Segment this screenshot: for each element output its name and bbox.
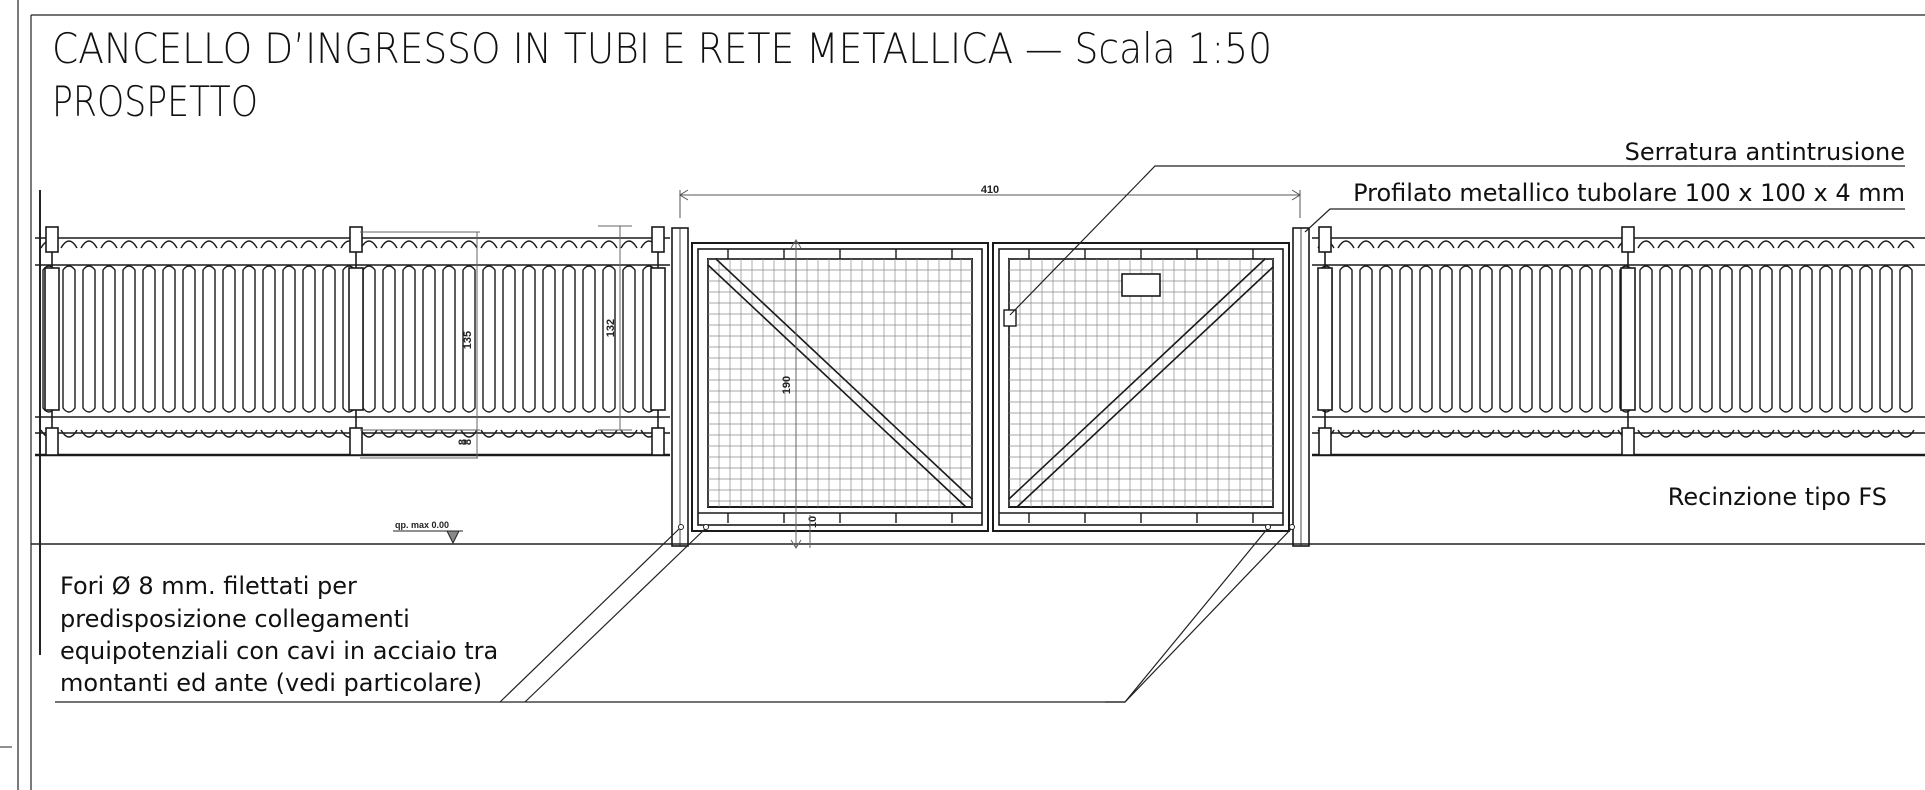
dimension-fence-b-label: 132 xyxy=(605,319,617,337)
dimension-bottom-gap-b-label: 8 xyxy=(457,439,469,445)
dimension-fence-b xyxy=(598,225,632,431)
lock-box xyxy=(1121,273,1161,297)
label-recinzione: Recinzione tipo FS xyxy=(1668,483,1887,511)
dimension-width-label: 410 xyxy=(981,184,999,196)
drawing-subtitle: PROSPETTO xyxy=(52,77,258,126)
level-marker xyxy=(393,530,463,545)
label-serratura: Serratura antintrusione xyxy=(1625,138,1905,166)
gate-leaf-right xyxy=(992,242,1290,532)
leader-lines xyxy=(55,165,1905,703)
dimension-width xyxy=(679,189,1301,218)
label-fori-line4: montanti ed ante (vedi particolare) xyxy=(60,669,482,697)
dimension-bottom-gap-a-label: 8 xyxy=(462,439,474,445)
gate-leaf-left xyxy=(691,242,989,532)
level-marker-label: qp. max 0.00 xyxy=(395,520,449,530)
label-profilato: Profilato metallico tubolare 100 x 100 x… xyxy=(1353,179,1905,207)
gate-post-right xyxy=(1292,227,1310,547)
dimension-fence-a-label: 135 xyxy=(462,331,474,349)
label-fori-line2: predisposizione collegamenti xyxy=(60,605,410,633)
dimension-fence-a xyxy=(360,231,480,458)
fence-right xyxy=(1312,226,1925,457)
dimension-gate-base-label: 10 xyxy=(807,516,819,528)
lock-latch xyxy=(1003,309,1017,327)
gate-post-left xyxy=(671,227,689,547)
thread-hole-markers xyxy=(678,524,1295,530)
label-fori-line1: Fori Ø 8 mm. filettati per xyxy=(60,572,357,600)
dimension-gate-height xyxy=(790,239,802,549)
fence-left xyxy=(35,226,670,457)
label-fori-line3: equipotenziali con cavi in acciaio tra xyxy=(60,637,498,665)
drawing-title: CANCELLO D’INGRESSO IN TUBI E RETE METAL… xyxy=(52,24,1272,73)
dimension-gate-height-label: 190 xyxy=(781,376,793,394)
